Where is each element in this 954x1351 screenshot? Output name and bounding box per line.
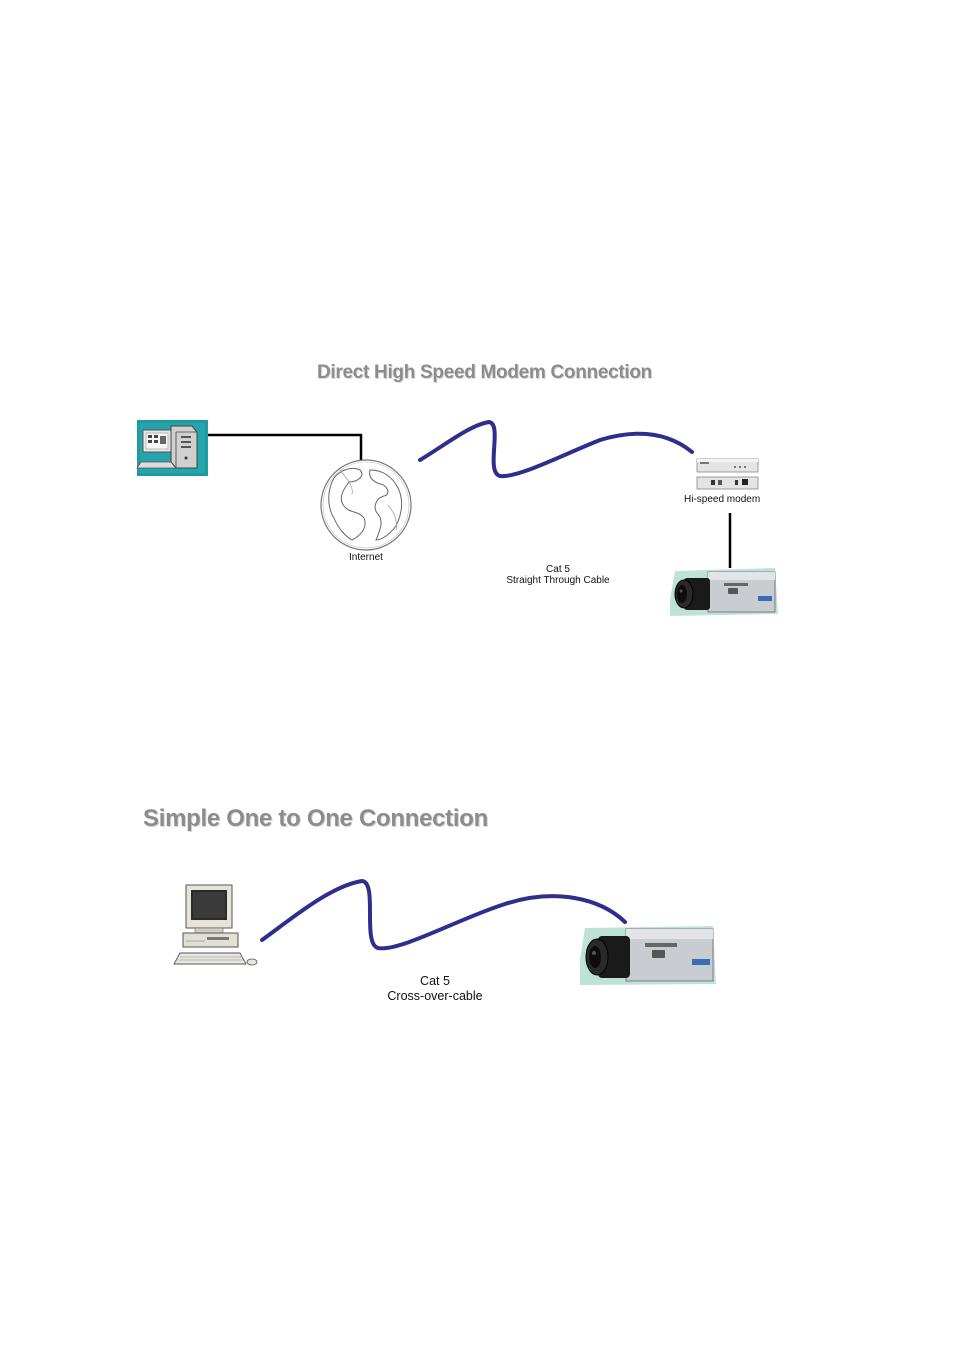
ip-camera-icon (670, 568, 778, 616)
cable-label-type: Cross-over-cable (387, 989, 483, 1003)
cable-label-type: Straight Through Cable (506, 575, 610, 586)
ip-camera-icon (580, 926, 716, 985)
hi-speed-modem-icon (696, 458, 759, 490)
internet-globe-icon (320, 459, 412, 551)
cable-cross-over (260, 878, 627, 951)
pc-internet-cable (208, 433, 363, 473)
retro-pc-icon (173, 884, 258, 966)
cable-straight-through (418, 419, 694, 479)
modem-label: Hi-speed modem (684, 494, 761, 505)
diagram1-title: Direct High Speed Modem Connection (317, 362, 652, 383)
diagram2-title: Simple One to One Connection (143, 805, 488, 832)
internet-label: Internet (349, 552, 383, 563)
cable-label-cat5: Cat 5 (420, 974, 450, 988)
desktop-pc-icon (136, 420, 208, 476)
cable-label-cat5: Cat 5 (546, 564, 570, 575)
